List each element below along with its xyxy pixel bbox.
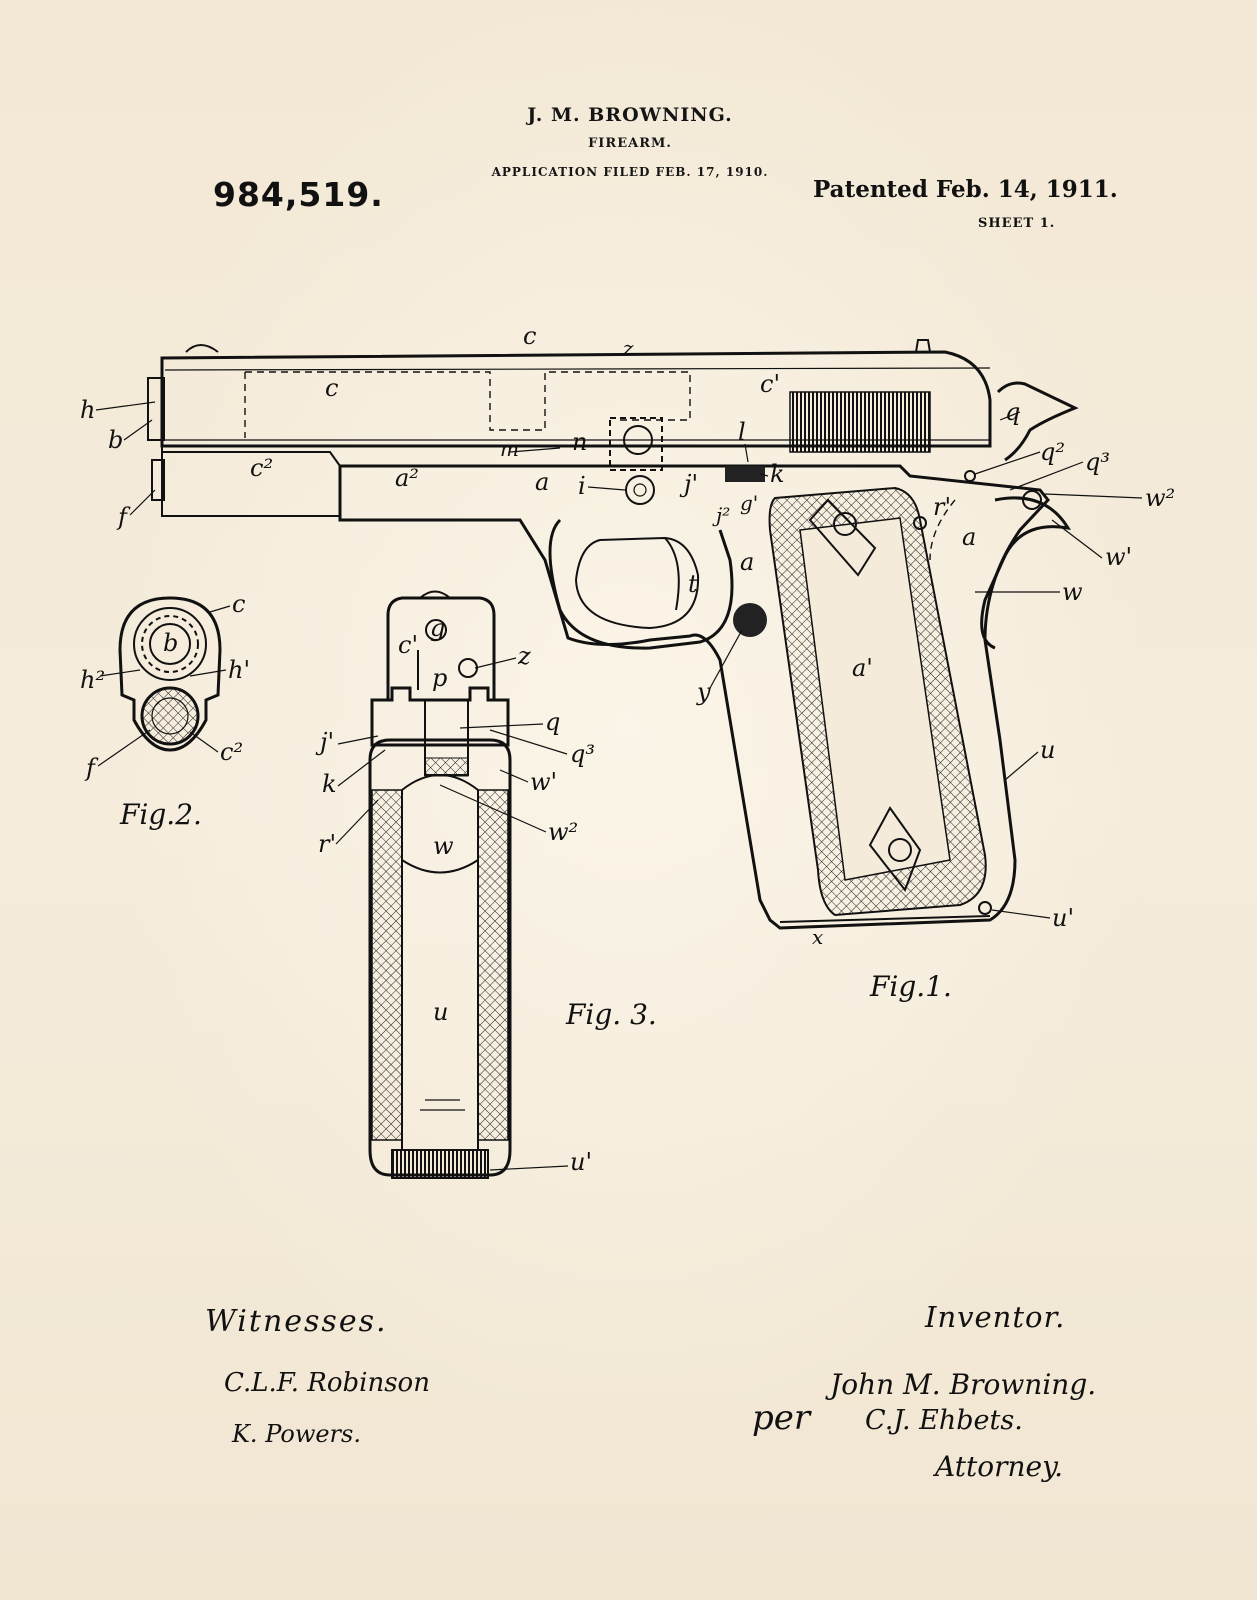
fig1-label-y: y <box>696 678 711 706</box>
fig1-label-w1: w' <box>1105 543 1132 571</box>
fig2-label-h2: h² <box>80 666 105 694</box>
sheet-number: SHEET 1. <box>978 216 1056 231</box>
fig1-label-c-top: c <box>523 322 536 350</box>
fig1-label-h: h <box>80 396 95 424</box>
fig1-label-t: t <box>688 570 698 598</box>
fig3-label-w1: w' <box>530 768 557 796</box>
fig1-label-c1: c' <box>760 370 780 398</box>
fig1-pistol <box>147 339 1079 930</box>
fig1-label-q: q <box>1005 398 1020 426</box>
fig2-muzzle: c b h² h' f c² Fig.2. <box>80 590 250 831</box>
fig1-label-a-right: a <box>962 523 976 551</box>
header-inventor: J. M. BROWNING. <box>527 104 733 126</box>
attorney-label: Attorney. <box>935 1450 1064 1483</box>
fig1-label-c: c <box>325 374 338 402</box>
witnesses-label: Witnesses. <box>205 1304 388 1339</box>
fig3-label-u: u <box>433 998 448 1026</box>
fig1-label-j1: j' <box>679 470 698 498</box>
fig3-label-p: p <box>432 664 447 692</box>
fig1-label-j2: j² <box>712 503 730 527</box>
fig1-label-a2: a² <box>395 464 419 492</box>
fig2-label-f: f <box>84 754 99 782</box>
fig1-label-a1: a' <box>852 654 873 682</box>
fig3-label-w: w <box>433 832 454 860</box>
fig3-label-q3: q³ <box>570 740 595 768</box>
fig1-label-q3: q³ <box>1085 448 1110 476</box>
patent-number: 984,519. <box>213 175 384 214</box>
fig3-label-g: g <box>430 614 445 642</box>
fig2-label-h1: h' <box>228 656 250 684</box>
fig3-label-z: z <box>517 642 531 670</box>
per-label: per <box>752 1398 811 1438</box>
fig1-label-q2: q² <box>1040 438 1065 466</box>
fig1-label-i: i <box>578 472 586 500</box>
fig1-caption: Fig.1. <box>869 970 952 1003</box>
fig1-label-a-mid: a <box>535 468 549 496</box>
fig3-label-j1: j' <box>315 728 334 756</box>
header-subject: FIREARM. <box>588 136 672 151</box>
fig1-label-r1: r' <box>933 493 951 521</box>
fig3-label-c1: c' <box>398 631 418 659</box>
fig1-label-x: x <box>812 925 823 949</box>
fig2-label-b: b <box>163 629 178 657</box>
fig1-label-f: f <box>116 503 131 531</box>
fig1-label-w: w <box>1062 578 1083 606</box>
fig1-label-k: k <box>770 460 785 488</box>
fig3-label-k: k <box>322 770 337 798</box>
fig1-label-b: b <box>108 426 123 454</box>
fig1-label-m: m <box>500 437 519 461</box>
fig1-label-c2: c² <box>250 454 273 482</box>
fig3-label-r1: r' <box>318 830 336 858</box>
fig3-label-q: q <box>545 708 560 736</box>
patent-date: Patented Feb. 14, 1911. <box>813 176 1118 203</box>
fig2-label-c2: c² <box>220 738 243 766</box>
fig2-label-c: c <box>232 590 245 618</box>
fig1-label-a-trigger: a <box>740 548 754 576</box>
fig1-labels: c z c c' h b f c² a² m n a i j' l k j² g… <box>80 322 1175 1003</box>
fig1-label-z: z <box>622 336 634 360</box>
inventor-signature: John M. Browning. <box>830 1368 1097 1401</box>
fig1-label-w2: w² <box>1145 484 1175 512</box>
header-filed-date: APPLICATION FILED FEB. 17, 1910. <box>491 165 769 179</box>
attorney-signature: C.J. Ehbets. <box>865 1405 1023 1436</box>
fig3-label-u1: u' <box>570 1148 592 1176</box>
fig3-label-w2: w² <box>548 818 578 846</box>
fig3-rear-view: c' g p z q q³ j' k w' r' w² w u u' Fig. … <box>315 590 657 1179</box>
fig1-label-u1: u' <box>1052 904 1074 932</box>
fig1-label-n: n <box>572 428 587 456</box>
fig1-label-u: u <box>1040 736 1055 764</box>
fig2-caption: Fig.2. <box>119 798 202 831</box>
fig1-label-g1: g' <box>740 491 758 515</box>
fig3-caption: Fig. 3. <box>565 998 657 1031</box>
witness-signature-1: C.L.F. Robinson <box>224 1368 430 1398</box>
fig1-label-l: l <box>738 418 746 446</box>
witness-signature-2: K. Powers. <box>232 1420 361 1448</box>
inventor-label: Inventor. <box>925 1300 1066 1334</box>
